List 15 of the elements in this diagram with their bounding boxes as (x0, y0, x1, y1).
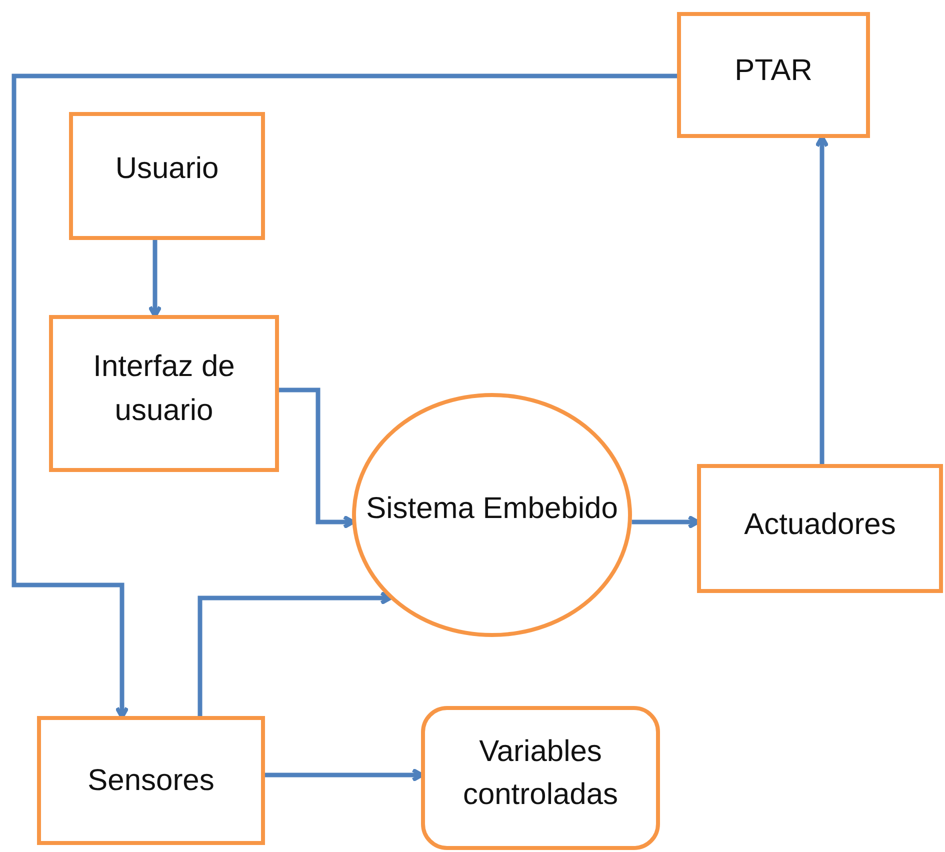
process-box (697, 464, 943, 593)
arrow (12, 74, 677, 719)
node-label: Actuadores (744, 506, 896, 543)
node-label: Variables controladas (462, 734, 620, 813)
process-box (69, 112, 265, 240)
process-box (421, 706, 660, 850)
process-box (677, 12, 870, 138)
process-box (49, 315, 279, 472)
node-label: Sistema Embebido (366, 491, 618, 528)
node-label: Usuario (115, 151, 219, 188)
node-label: PTAR (734, 53, 812, 90)
arrow (148, 240, 162, 318)
node-label: Sensores (88, 762, 214, 799)
process-box (37, 716, 265, 845)
node-label: Interfaz de usuario (92, 349, 236, 428)
